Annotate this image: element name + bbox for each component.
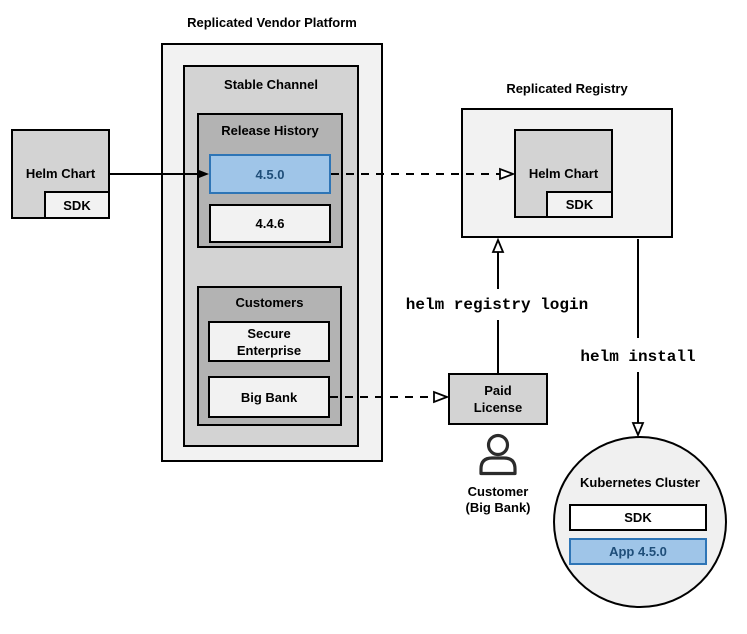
- secure-enterprise-label: Secure Enterprise: [236, 325, 302, 358]
- cluster-app-label: App 4.5.0: [609, 544, 667, 559]
- registry-sdk-box: SDK: [546, 191, 613, 218]
- release-history-label: Release History: [221, 123, 319, 138]
- registry-sdk-label: SDK: [565, 197, 594, 212]
- command-helm-install: helm install: [580, 348, 696, 366]
- release-item-446: 4.4.6: [209, 204, 331, 243]
- customers-label: Customers: [235, 295, 304, 310]
- command-registry-login: helm registry login: [405, 296, 589, 314]
- stable-channel-label: Stable Channel: [224, 77, 318, 92]
- source-sdk-box: SDK: [44, 191, 110, 219]
- customer-actor-name: Customer: [467, 484, 529, 499]
- source-sdk-label: SDK: [63, 197, 91, 213]
- paid-license-box: Paid License: [448, 373, 548, 425]
- customer-item-secure-enterprise: Secure Enterprise: [208, 321, 330, 362]
- source-helm-chart-label: Helm Chart: [25, 166, 96, 181]
- cluster-app-box: App 4.5.0: [569, 538, 707, 565]
- release-446-label: 4.4.6: [255, 216, 285, 231]
- registry-helm-chart-label: Helm Chart: [528, 166, 599, 181]
- kubernetes-cluster-title: Kubernetes Cluster: [580, 475, 700, 490]
- cluster-sdk-label: SDK: [624, 510, 652, 525]
- vendor-platform-title: Replicated Vendor Platform: [187, 15, 357, 30]
- paid-license-label: Paid License: [473, 383, 523, 415]
- arrow-helm-install-icon: [631, 239, 645, 438]
- person-icon: [479, 433, 517, 476]
- release-item-450: 4.5.0: [209, 154, 331, 194]
- registry-title: Replicated Registry: [506, 81, 628, 96]
- release-450-label: 4.5.0: [255, 166, 285, 182]
- big-bank-label: Big Bank: [240, 389, 298, 405]
- customer-actor-company: (Big Bank): [465, 500, 531, 515]
- customer-item-big-bank: Big Bank: [208, 376, 330, 418]
- cluster-sdk-box: SDK: [569, 504, 707, 531]
